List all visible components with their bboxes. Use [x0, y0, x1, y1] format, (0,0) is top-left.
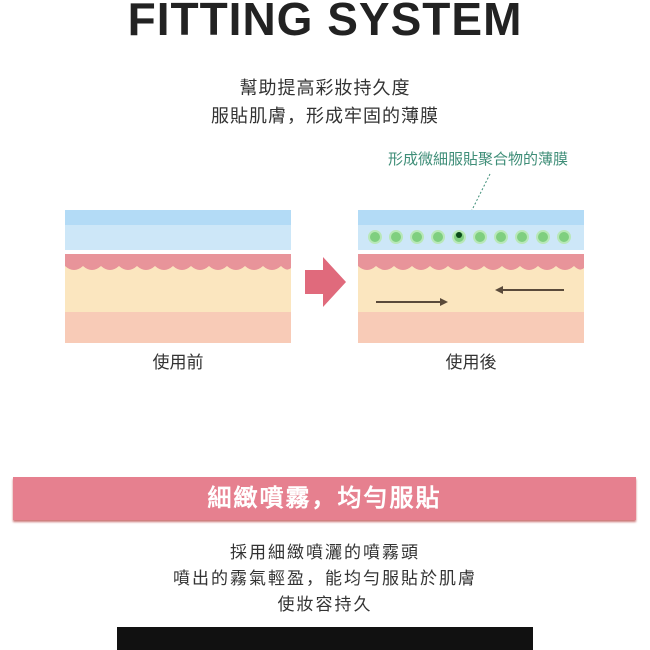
section-banner: 細緻噴霧，均勻服貼 [13, 477, 636, 520]
before-label: 使用前 [152, 353, 204, 373]
skin-before-illustration [65, 210, 291, 343]
subtitle-line-2: 服貼肌膚，形成牢固的薄膜 [211, 106, 439, 127]
annotation-leader-line [459, 173, 491, 235]
page-title: FITTING SYSTEM [127, 0, 523, 45]
product-image-top [117, 627, 533, 650]
after-label: 使用後 [445, 353, 497, 373]
arrow-right-icon [305, 257, 346, 307]
body-line-2: 噴出的霧氣輕盈，能均勻服貼於肌膚 [173, 569, 477, 589]
subtitle-line-1: 幫助提高彩妝持久度 [239, 78, 411, 99]
skin-after-illustration [358, 210, 584, 343]
film-annotation: 形成微細服貼聚合物的薄膜 [388, 150, 569, 168]
body-line-1: 採用細緻噴灑的噴霧頭 [230, 543, 420, 563]
body-line-3: 使妝容持久 [277, 595, 373, 615]
